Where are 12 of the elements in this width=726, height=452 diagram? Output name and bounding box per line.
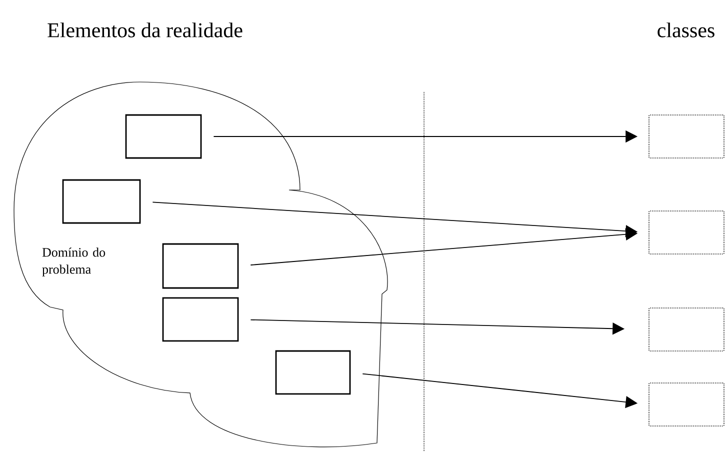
cloud-shape: Domínio do problema: [14, 82, 388, 448]
heading: Elementos da realidade: [48, 22, 242, 38]
heading: classes: [658, 22, 714, 38]
object-box: [62, 179, 141, 224]
dotted-box: [648, 308, 724, 352]
dotted-box: [648, 210, 724, 254]
dotted-box: [648, 382, 724, 426]
object-box: [162, 243, 239, 289]
dotted-box: [648, 114, 724, 158]
object-box: [125, 114, 202, 159]
object-box: [275, 350, 351, 395]
object-box: [162, 297, 239, 342]
